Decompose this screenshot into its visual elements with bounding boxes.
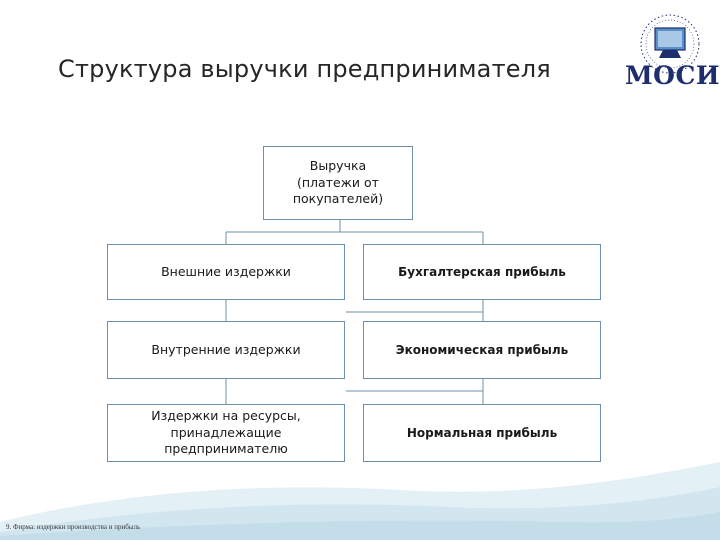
external-costs-label: Внешние издержки — [161, 263, 291, 279]
accounting-profit-box: Бухгалтерская прибыль — [363, 244, 601, 300]
revenue-label: Выручка (платежи от покупателей) — [292, 157, 384, 207]
normal-profit-box: Нормальная прибыль — [363, 404, 601, 462]
slide-footer: 9. Фирма: издержки производства и прибыл… — [6, 523, 141, 531]
external-costs-box: Внешние издержки — [107, 244, 345, 300]
accounting-profit-label: Бухгалтерская прибыль — [398, 264, 566, 279]
monitor-icon — [640, 14, 700, 74]
resource-costs-label: Издержки на ресурсы, принадлежащие предп… — [151, 407, 301, 457]
decorative-wave — [0, 452, 720, 540]
economic-profit-label: Экономическая прибыль — [395, 342, 569, 357]
economic-profit-box: Экономическая прибыль — [363, 321, 601, 379]
resource-costs-box: Издержки на ресурсы, принадлежащие предп… — [107, 404, 345, 462]
mosi-logo: МОСИ — [625, 12, 720, 92]
revenue-box: Выручка (платежи от покупателей) — [263, 146, 413, 220]
normal-profit-label: Нормальная прибыль — [406, 425, 558, 440]
internal-costs-box: Внутренние издержки — [107, 321, 345, 379]
page-title: Структура выручки предпринимателя — [58, 55, 551, 83]
logo-text: МОСИ — [625, 61, 720, 90]
internal-costs-label: Внутренние издержки — [151, 341, 301, 357]
